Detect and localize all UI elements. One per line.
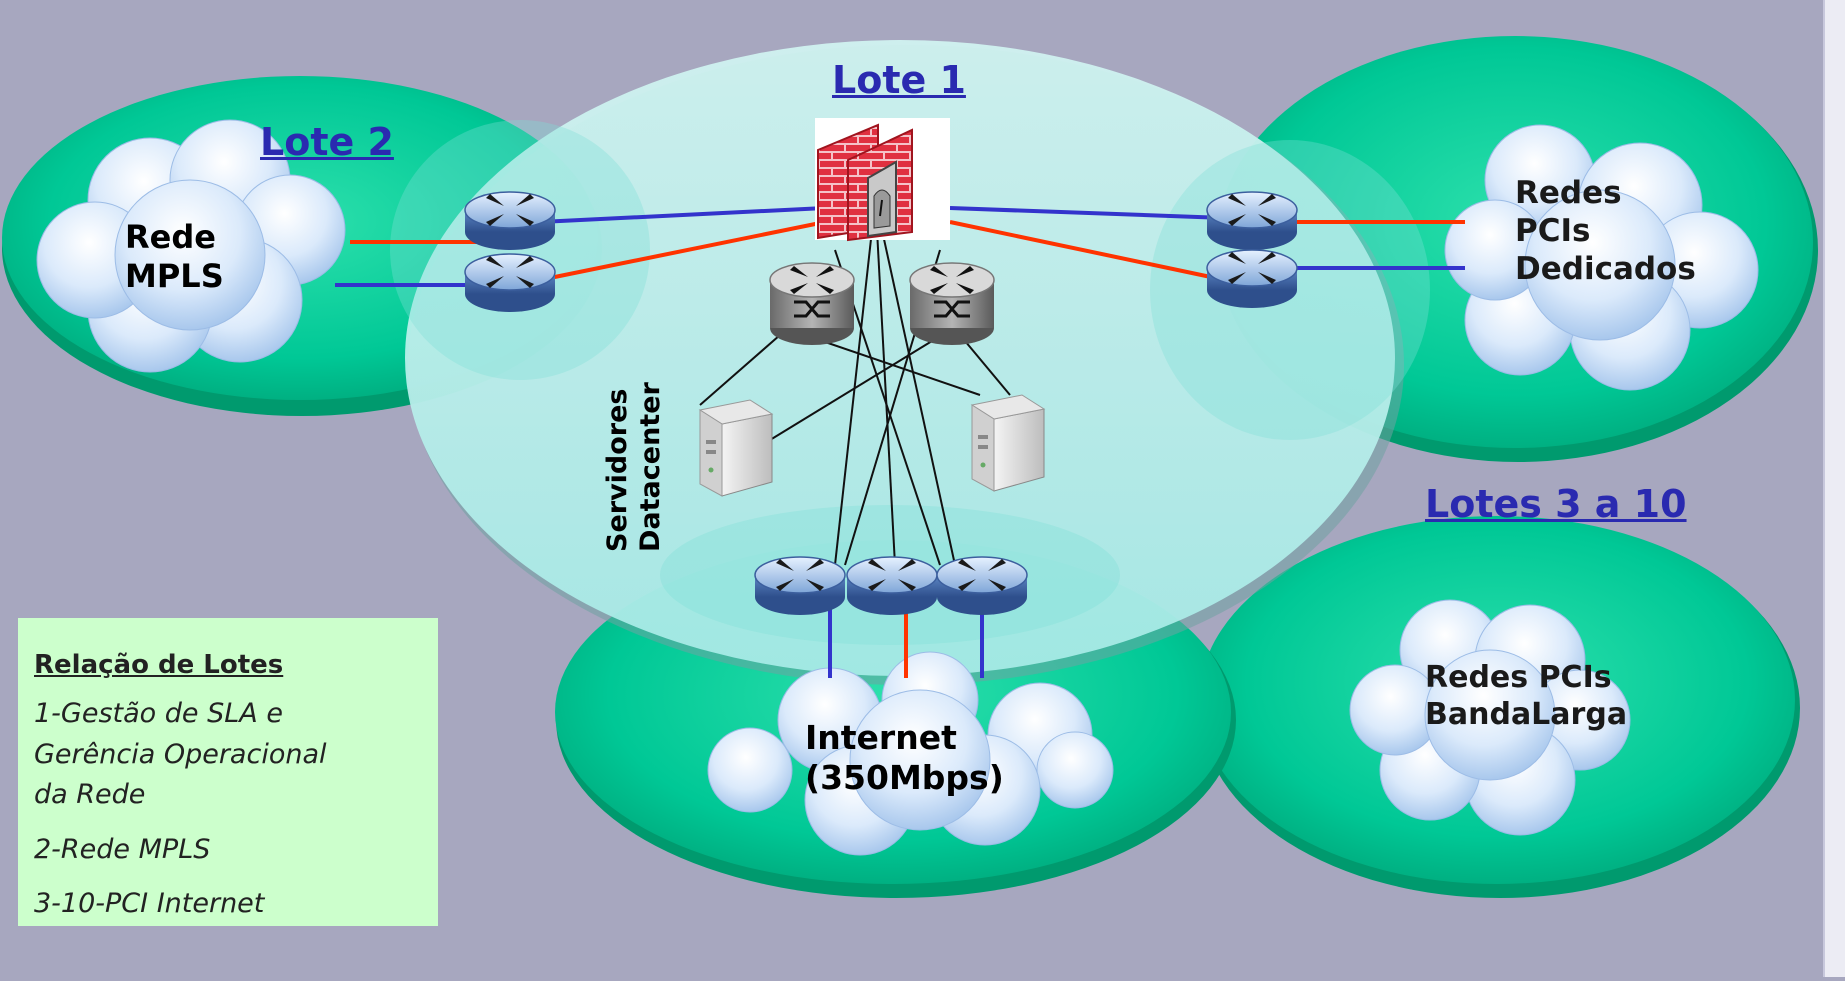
legend-item-line: da Rede [34,779,146,810]
server-icon [971,394,1045,492]
cloud-label-line: Redes [1515,175,1622,211]
router-icon [464,191,556,251]
router-icon [936,556,1028,616]
legend-item-line: Gerência Operacional [34,738,327,770]
servers-label-line: Servidores [602,388,633,552]
router-icon [846,556,938,616]
cloud-label-line: Internet [805,718,957,757]
cloud-label-line: (350Mbps) [805,758,1004,798]
cloud-label-pci-dedicados: Redes PCIs Dedicados [1515,175,1696,288]
lote1-link[interactable]: Lote 1 [832,58,966,102]
legend-item-line: 1-Gestão de SLA e [34,698,283,729]
switch-icon [908,261,996,347]
router-icon [1206,249,1298,309]
firewall-icon [815,118,950,242]
legend-item: 3-10-PCI Internet [34,884,422,925]
cloud-label-line: PCIs [1515,212,1591,249]
legend-box: Relação de Lotes 1-Gestão de SLA e Gerên… [18,618,438,926]
legend-item: 2-Rede MPLS [34,830,422,871]
cloud-icon [1349,599,1631,836]
legend-title: Relação de Lotes [34,650,284,680]
servers-label-line: Datacenter [634,382,666,552]
cloud-label-line: Dedicados [1515,250,1696,287]
switch-icon [768,261,856,347]
lotes3a10-link[interactable]: Lotes 3 a 10 [1425,482,1687,526]
legend-item: 1-Gestão de SLA e Gerência Operacional d… [34,694,422,816]
wan-links [335,206,1465,678]
cloud-label-internet: Internet (350Mbps) [805,718,1004,799]
router-icon [1206,191,1298,251]
cloud-label-line: BandaLarga [1425,696,1628,732]
cloud-label-mpls: Rede MPLS [125,218,224,296]
cloud-icon [1444,124,1759,391]
cloud-label-line: Redes PCIs [1425,660,1612,695]
scrollbar[interactable] [1823,0,1845,977]
legend-item-line: 2-Rede MPLS [34,833,211,865]
cloud-label-banda-larga: Redes PCIs BandaLarga [1425,660,1627,733]
cloud-icon [707,651,1114,856]
cloud-label-line: MPLS [125,257,224,296]
lote2-link[interactable]: Lote 2 [260,120,394,164]
cloud-icon [36,119,346,373]
cloud-label-line: Rede [125,218,216,256]
servers-label: Servidores Datacenter [602,382,668,552]
server-icon [699,399,773,497]
router-icon [754,556,846,616]
router-icon [464,253,556,313]
legend-item-line: 3-10-PCI Internet [34,888,265,919]
